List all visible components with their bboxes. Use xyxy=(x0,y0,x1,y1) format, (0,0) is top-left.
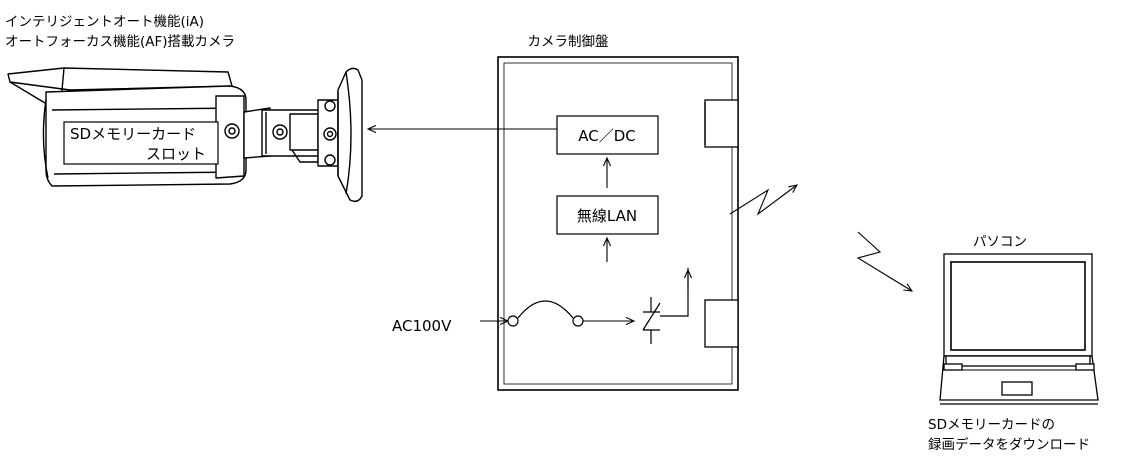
acdc-converter-label: AC／DC xyxy=(578,127,636,145)
pc-caption-line2: 録画データをダウンロード xyxy=(928,436,1090,453)
camera-wall-plate xyxy=(337,67,363,203)
pc-title: パソコン xyxy=(973,234,1027,250)
sd-slot-label-line2: スロット xyxy=(146,145,206,163)
acdc-converter-box xyxy=(556,115,659,155)
control-panel-enclosure xyxy=(497,56,739,391)
wireless-lan-label: 無線LAN xyxy=(577,207,637,225)
laptop-illustration xyxy=(939,253,1099,405)
camera-caption-line1: インテリジェントオート機能(iA) xyxy=(5,14,204,30)
panel-title: カメラ制御盤 xyxy=(528,34,609,50)
wireless-signal-incoming xyxy=(856,231,912,291)
breaker-switch-symbol xyxy=(642,268,689,344)
camera-caption-line2: オートフォーカス機能(AF)搭載カメラ xyxy=(5,34,235,50)
sd-slot-label-box xyxy=(63,121,219,165)
pc-caption-line1: SDメモリーカードの xyxy=(928,417,1055,433)
plug-terminal-symbol xyxy=(507,300,584,327)
sd-slot-label-line1: SDメモリーカード xyxy=(70,125,196,143)
wireless-signal-outgoing xyxy=(729,185,797,216)
power-input-label: AC100V xyxy=(392,317,452,335)
panel-hinge-bottom xyxy=(704,299,739,348)
panel-hinge-top xyxy=(704,99,739,148)
wireless-lan-box xyxy=(556,195,659,235)
